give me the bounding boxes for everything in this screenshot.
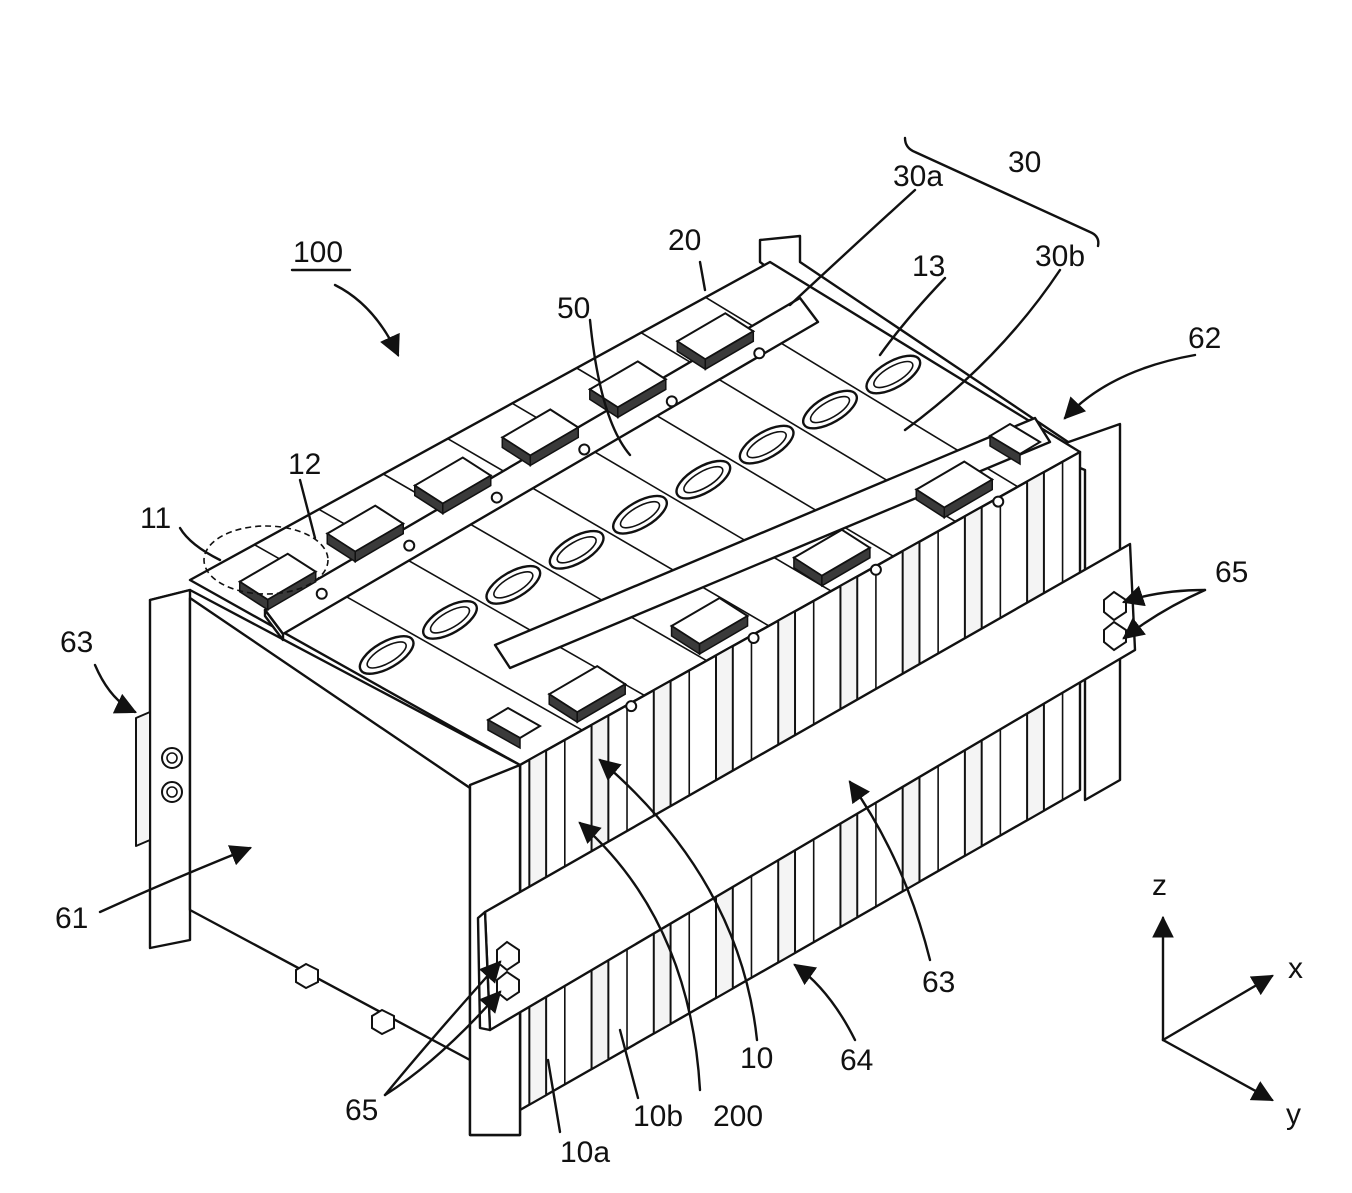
axis-y-label: y (1286, 1098, 1301, 1131)
label-20: 20 (668, 224, 701, 257)
axis-x-label: x (1288, 952, 1303, 985)
terminal-bolt (492, 493, 502, 503)
label-10b: 10b (633, 1100, 683, 1133)
label-100: 100 (293, 236, 343, 269)
terminal-bolt (317, 589, 327, 599)
label-63-right: 63 (922, 966, 955, 999)
terminal-bolt (667, 396, 677, 406)
terminal-bolt (626, 701, 636, 711)
label-65-bottom: 65 (345, 1094, 378, 1127)
label-30: 30 (1008, 146, 1041, 179)
label-10: 10 (740, 1042, 773, 1075)
label-13: 13 (912, 250, 945, 283)
label-65-right: 65 (1215, 556, 1248, 589)
label-10a: 10a (560, 1136, 610, 1169)
terminal-bolt (754, 348, 764, 358)
label-64: 64 (840, 1044, 873, 1077)
terminal-bolt (749, 633, 759, 643)
label-30a: 30a (893, 160, 943, 193)
terminal-bolt (404, 541, 414, 551)
label-200: 200 (713, 1100, 763, 1133)
axis-indicator: z x y (1152, 869, 1303, 1131)
terminal-bolt (993, 497, 1003, 507)
label-63-left: 63 (60, 626, 93, 659)
label-11: 11 (140, 502, 171, 535)
label-50: 50 (557, 292, 590, 325)
label-12: 12 (288, 448, 321, 481)
label-61: 61 (55, 902, 88, 935)
label-62: 62 (1188, 322, 1221, 355)
label-30b: 30b (1035, 240, 1085, 273)
terminal-bolt (579, 444, 589, 454)
terminal-bolt (871, 565, 881, 575)
axis-z-label: z (1152, 869, 1167, 902)
